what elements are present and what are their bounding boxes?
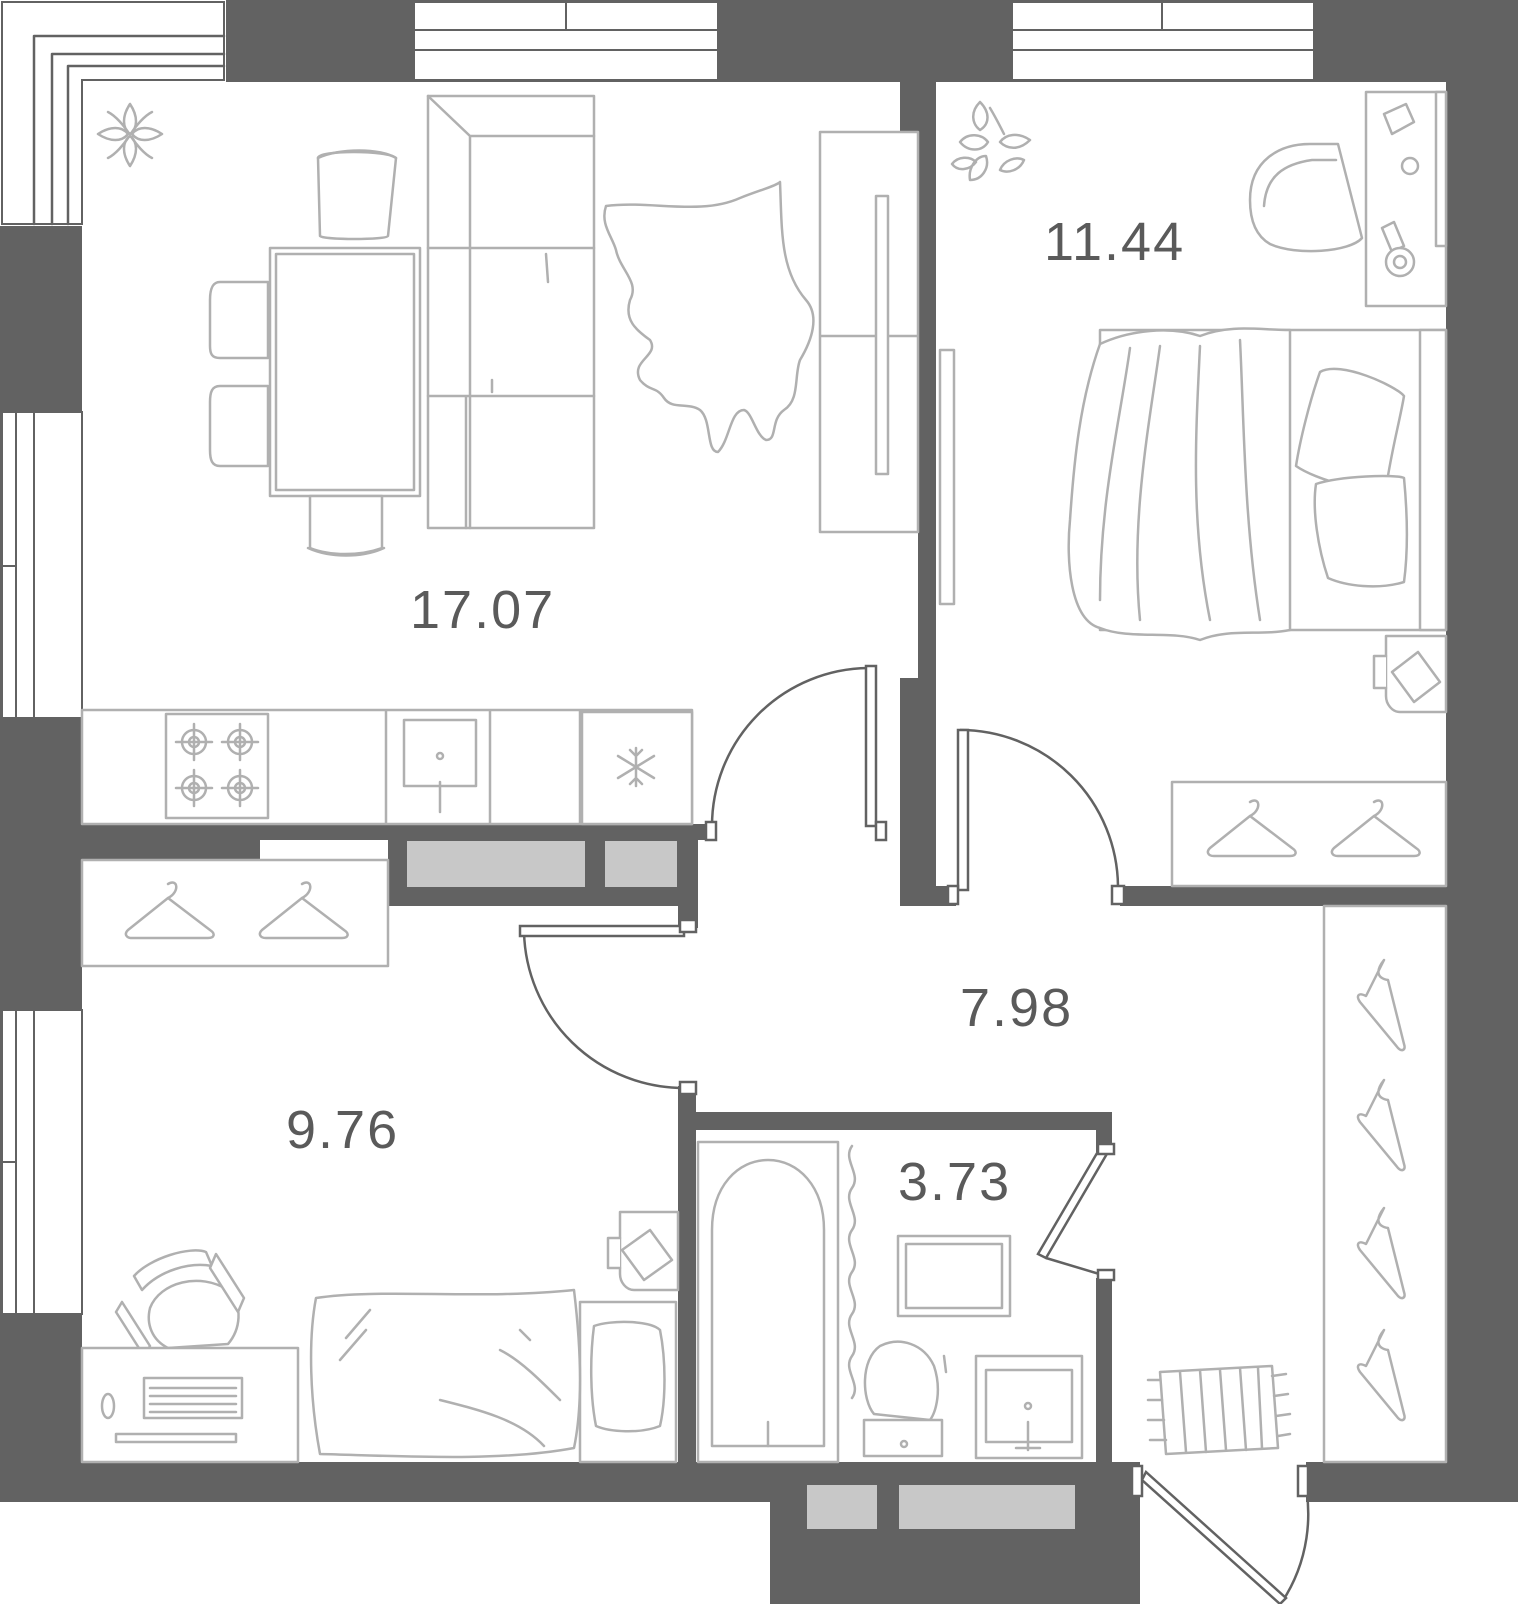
room-labels: 17.07 11.44 7.98 9.76 3.73 bbox=[286, 212, 1185, 1212]
door-entrance[interactable] bbox=[1130, 1464, 1310, 1604]
bed-icon bbox=[309, 1288, 678, 1464]
door-living[interactable] bbox=[704, 664, 888, 842]
bed-icon bbox=[1067, 327, 1448, 642]
sofa-icon bbox=[426, 94, 596, 530]
rug-icon bbox=[603, 180, 815, 454]
hanger-icon bbox=[1356, 958, 1406, 1052]
ventilation-shafts bbox=[405, 839, 1077, 1531]
tv-unit bbox=[818, 130, 920, 534]
room-area-bedroom-large: 11.44 bbox=[1044, 212, 1185, 272]
bathroom-furniture bbox=[696, 1140, 1084, 1464]
hanger-icon bbox=[258, 881, 349, 940]
hanger-icon bbox=[124, 881, 215, 940]
door-bathroom[interactable] bbox=[1036, 1142, 1116, 1282]
hanger-icon bbox=[1356, 1328, 1406, 1422]
chair-icon bbox=[1248, 142, 1364, 253]
chair-icon bbox=[208, 149, 398, 557]
snowflake-icon bbox=[580, 710, 694, 826]
nightstand bbox=[1372, 634, 1448, 714]
plant-icon bbox=[950, 100, 1032, 182]
wardrobe bbox=[80, 858, 390, 968]
doors bbox=[518, 664, 1310, 1604]
stove-icon bbox=[164, 712, 270, 820]
room-area-bedroom-small: 9.76 bbox=[286, 1100, 399, 1160]
mirror bbox=[938, 348, 956, 606]
hanger-icon bbox=[1206, 799, 1297, 858]
hallway-furniture bbox=[1146, 904, 1448, 1464]
sink-icon bbox=[974, 1354, 1084, 1460]
door-bedroom-large[interactable] bbox=[946, 728, 1126, 906]
wardrobe bbox=[1170, 780, 1448, 888]
living-kitchen-furniture bbox=[80, 94, 920, 826]
sink-icon bbox=[402, 718, 478, 814]
hanger-icon bbox=[1356, 1078, 1406, 1172]
table-icon bbox=[268, 246, 422, 498]
chair-icon bbox=[114, 1249, 246, 1358]
door-bedroom-small[interactable] bbox=[518, 918, 698, 1096]
bedroom-small-furniture bbox=[80, 858, 680, 1464]
desk-icon bbox=[80, 1346, 300, 1464]
shower-curtain bbox=[847, 1144, 857, 1400]
room-area-living-kitchen: 17.07 bbox=[410, 580, 555, 640]
room-area-hallway: 7.98 bbox=[960, 978, 1073, 1038]
mirror bbox=[896, 1234, 1012, 1318]
bedroom-large-furniture bbox=[938, 90, 1448, 888]
hanger-icon bbox=[1356, 1206, 1406, 1300]
desk-icon bbox=[1364, 90, 1448, 308]
hanger-icon bbox=[1330, 799, 1421, 858]
toilet-icon bbox=[862, 1340, 948, 1458]
nightstand bbox=[606, 1210, 680, 1292]
room-area-bathroom: 3.73 bbox=[898, 1152, 1011, 1212]
bathtub-icon bbox=[696, 1140, 840, 1464]
plant-icon bbox=[96, 102, 164, 168]
rug-icon bbox=[1146, 1364, 1292, 1456]
windows bbox=[1, 1, 1315, 1315]
